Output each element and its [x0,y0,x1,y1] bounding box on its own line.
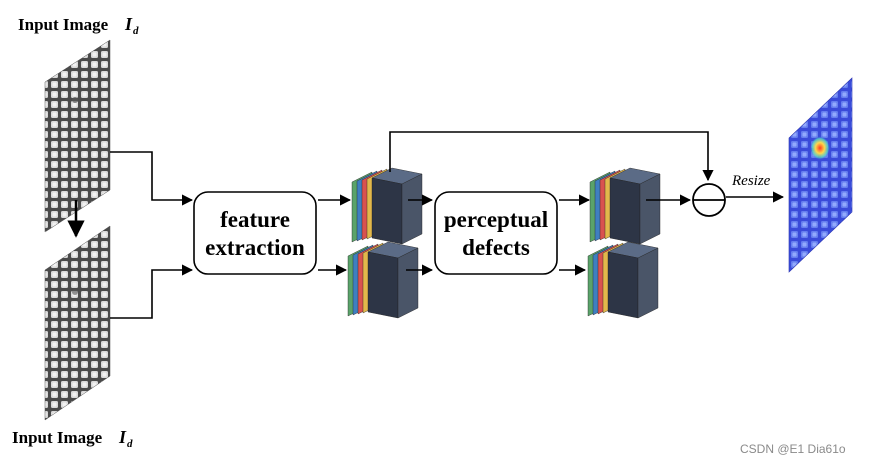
bottom-input-subscript: d [127,438,133,450]
feature-extraction-line2: extraction [205,235,305,260]
perceptual-defects-line1: perceptual [444,207,548,232]
bottom-input-symbol: I [118,427,127,447]
subtraction-operator-icon [692,183,726,217]
cube-front-face [607,251,639,319]
feature-cube-top-2 [589,167,661,245]
feature-extraction-line1: feature [220,207,290,232]
top-input-label: Input Image I d [18,14,139,37]
bottom-input-image [44,225,111,421]
feature-cube-top-1 [351,167,423,245]
heatmap-hotspot [810,136,830,160]
perceptual-defects-line2: defects [462,235,530,260]
feature-extraction-box: feature extraction [193,191,317,275]
top-input-symbol: I [124,14,133,34]
cube-side-face [397,247,419,319]
bottom-input-connector [110,264,194,319]
top-input-image [44,39,111,233]
top-input-text: Input Image [18,15,109,34]
cube-front-face [367,251,399,319]
cube-front-face [371,177,403,245]
perceptual-defects-box: perceptual defects [434,191,558,275]
bottom-input-label: Input Image I d [12,427,133,450]
resize-label: Resize [731,173,771,189]
feature-cube-bottom-1 [347,241,419,319]
cube-side-face [401,173,423,245]
cube-side-face [637,247,659,319]
feature-cube-bottom-2 [587,241,659,319]
skip-connection-arrow [389,131,714,182]
top-input-defect-spot [72,97,78,103]
cube-side-face [639,173,661,245]
bottom-input-defect-spot [72,289,78,295]
top-input-connector [110,151,194,206]
cube-front-face [609,177,641,245]
top-input-subscript: d [133,25,139,37]
bottom-input-text: Input Image [12,428,103,447]
watermark-text: CSDN @E1 Dia61o [740,442,846,456]
output-heatmap [788,77,853,273]
